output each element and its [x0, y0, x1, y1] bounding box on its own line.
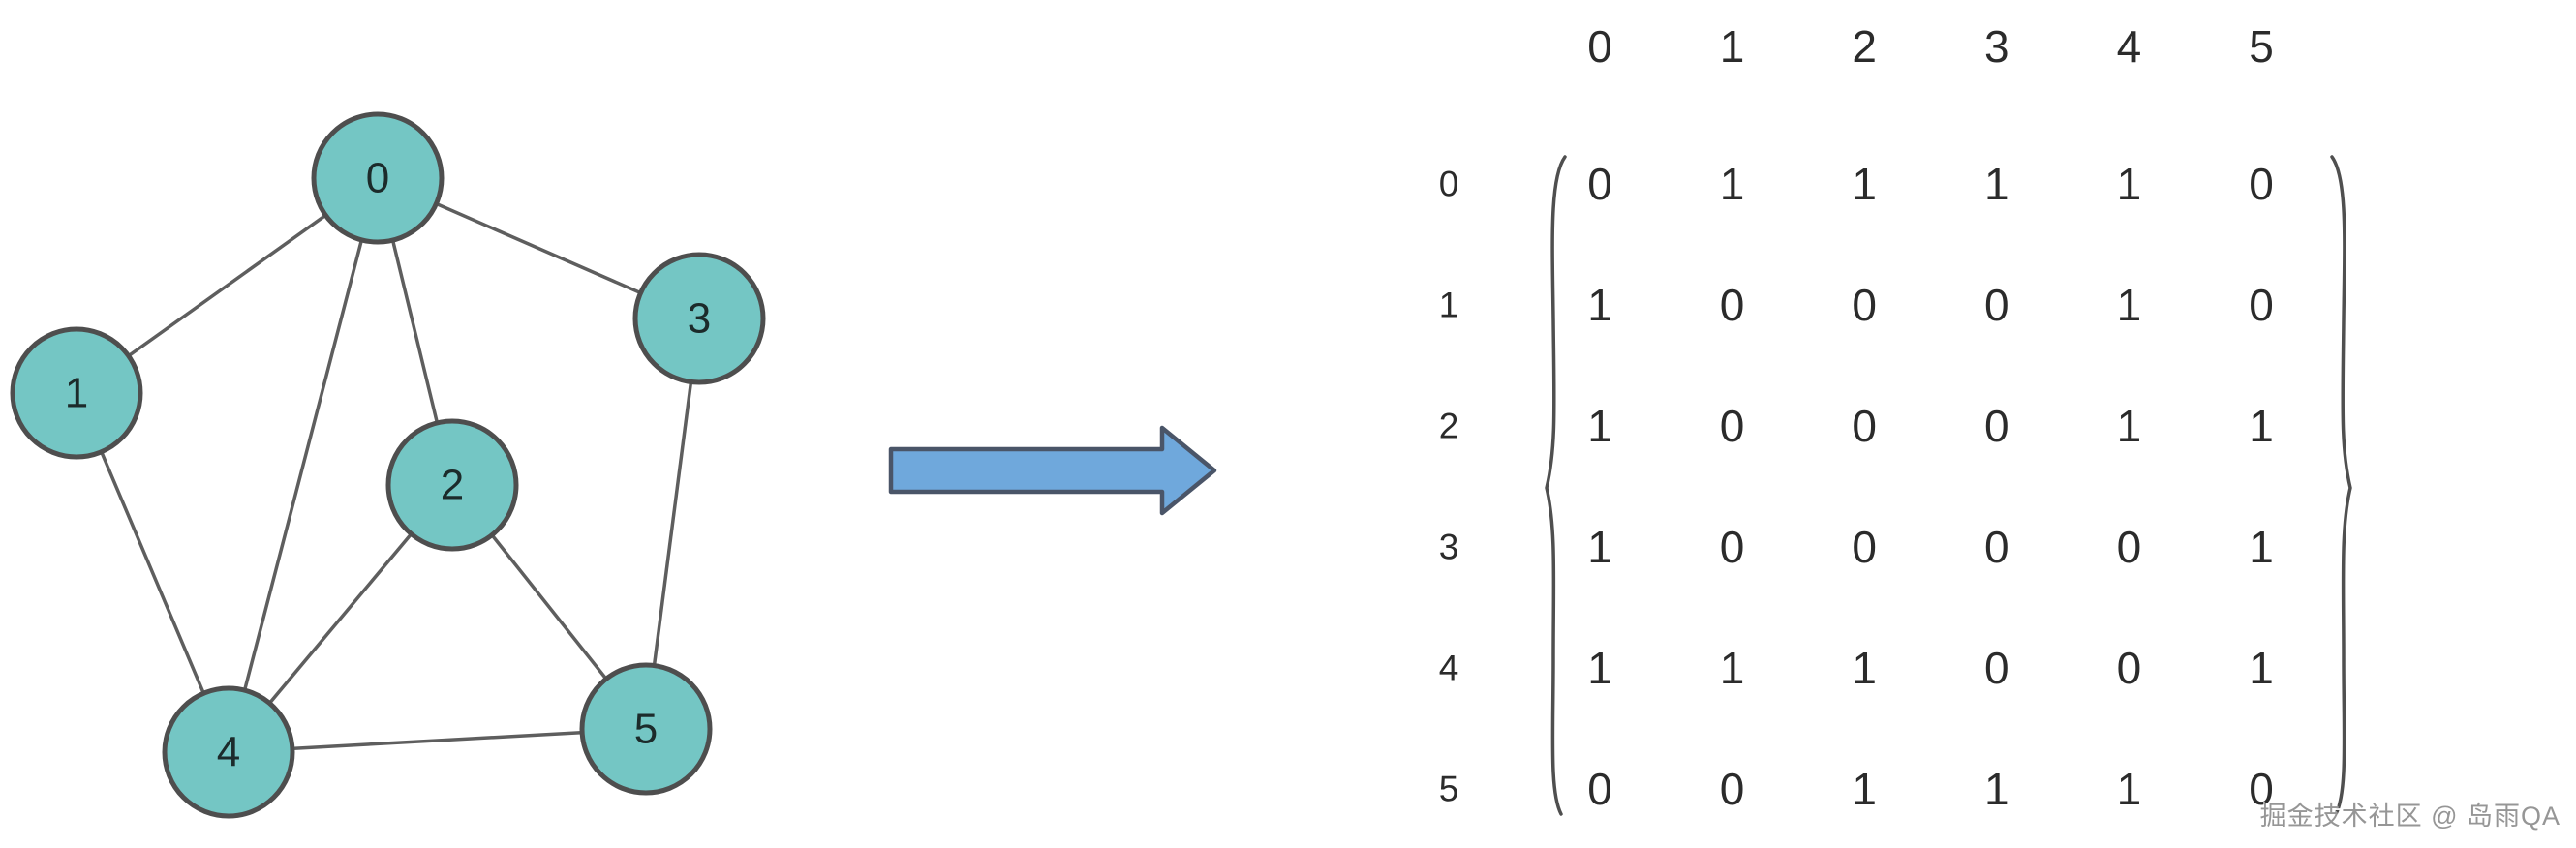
- adjacency-matrix: 0 1 2 3 4 5 0 1 2 3 4 5 0 1 1 1 1 0 1 0 0 0 1 0 1 0 0 0 1 1 1 0 0 0 0 1 1 1 1 0…: [1439, 21, 2352, 816]
- matrix-cell-1-0: 1: [1587, 280, 1612, 330]
- matrix-cell-3-4: 0: [2117, 522, 2142, 572]
- matrix-cell-1-4: 1: [2117, 280, 2142, 330]
- matrix-cell-5-1: 0: [1720, 764, 1745, 814]
- matrix-cell-1-3: 0: [1984, 280, 2009, 330]
- matrix-cell-5-2: 1: [1852, 764, 1877, 814]
- matrix-col-header-2: 2: [1852, 21, 1877, 72]
- matrix-cell-0-1: 1: [1720, 159, 1745, 209]
- right-arrow-icon: [888, 425, 1217, 516]
- matrix-col-header-3: 3: [1984, 21, 2009, 72]
- matrix-cell-2-5: 1: [2249, 401, 2274, 451]
- arrow-shape: [888, 425, 1217, 516]
- matrix-cell-0-4: 1: [2117, 159, 2142, 209]
- graph-node-1: [10, 326, 143, 460]
- graph-node-2: [385, 418, 519, 552]
- matrix-cell-4-4: 0: [2117, 643, 2142, 693]
- matrix-cell-0-5: 0: [2249, 159, 2274, 209]
- graph-node-5: [579, 662, 713, 796]
- matrix-right-bracket: [2330, 155, 2352, 816]
- matrix-row-header-5: 5: [1439, 770, 1459, 809]
- matrix-cell-1-2: 0: [1852, 280, 1877, 330]
- matrix-cell-3-0: 1: [1587, 522, 1612, 572]
- matrix-cell-3-5: 1: [2249, 522, 2274, 572]
- matrix-col-header-4: 4: [2117, 21, 2142, 72]
- matrix-cell-5-4: 1: [2117, 764, 2142, 814]
- graph-edge-0-4: [227, 177, 380, 753]
- matrix-cell-5-5: 0: [2249, 764, 2274, 814]
- matrix-cell-4-1: 1: [1720, 643, 1745, 693]
- graph-edges: [75, 176, 701, 754]
- matrix-cell-2-1: 0: [1720, 401, 1745, 451]
- matrix-cell-5-3: 1: [1984, 764, 2009, 814]
- matrix-cell-0-2: 1: [1852, 159, 1877, 209]
- matrix-col-header-0: 0: [1587, 21, 1612, 72]
- matrix-cell-4-3: 0: [1984, 643, 2009, 693]
- matrix-row-header-4: 4: [1439, 649, 1459, 688]
- matrix-cell-3-1: 0: [1720, 522, 1745, 572]
- matrix-col-header-1: 1: [1720, 21, 1745, 72]
- graph-node-label-0: 0: [366, 155, 389, 202]
- graph-edge-4-5: [228, 727, 647, 754]
- matrix-cell-2-4: 1: [2117, 401, 2142, 451]
- graph-node-label-5: 5: [634, 706, 658, 753]
- graph-nodes: 0 1 2 3 4 5: [10, 111, 766, 819]
- matrix-cell-5-0: 0: [1587, 764, 1612, 814]
- graph-node-label-4: 4: [217, 729, 240, 776]
- matrix-row-header-1: 1: [1439, 286, 1459, 325]
- graph-node-3: [632, 252, 766, 385]
- matrix-row-header-0: 0: [1439, 165, 1459, 204]
- matrix-cell-1-5: 0: [2249, 280, 2274, 330]
- matrix-cell-3-2: 0: [1852, 522, 1877, 572]
- matrix-row-header-3: 3: [1439, 528, 1459, 567]
- graph-node-0: [311, 111, 445, 245]
- matrix-cell-4-2: 1: [1852, 643, 1877, 693]
- matrix-row-header-2: 2: [1439, 407, 1459, 446]
- matrix-cell-2-0: 1: [1587, 401, 1612, 451]
- matrix-cell-2-2: 0: [1852, 401, 1877, 451]
- matrix-cell-4-5: 1: [2249, 643, 2274, 693]
- watermark: 掘金技术社区 @ 岛雨QA: [2259, 802, 2561, 831]
- matrix-cell-0-3: 1: [1984, 159, 2009, 209]
- matrix-col-header-5: 5: [2249, 21, 2274, 72]
- matrix-cell-4-0: 1: [1587, 643, 1612, 693]
- graph-node-label-3: 3: [688, 295, 711, 343]
- matrix-cell-1-1: 0: [1720, 280, 1745, 330]
- matrix-cell-3-3: 0: [1984, 522, 2009, 572]
- matrix-cell-0-0: 0: [1587, 159, 1612, 209]
- graph-node-label-2: 2: [441, 462, 464, 509]
- graph-node-label-1: 1: [65, 370, 88, 417]
- graph-node-4: [162, 685, 295, 819]
- graph-edge-3-5: [644, 318, 701, 730]
- matrix-left-bracket: [1545, 155, 1567, 816]
- matrix-cell-2-3: 0: [1984, 401, 2009, 451]
